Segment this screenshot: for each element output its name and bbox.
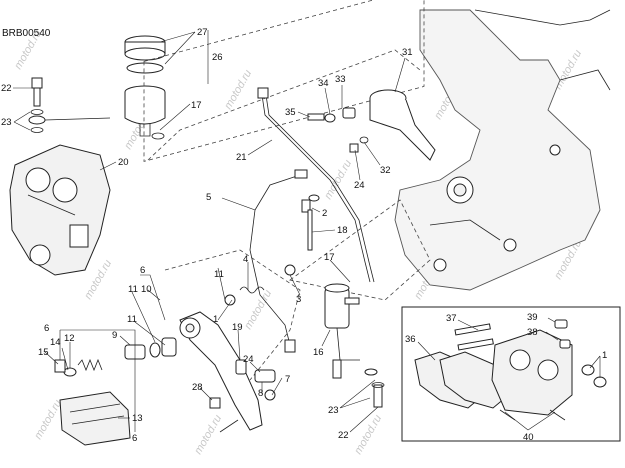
callout-12: 12 [64, 333, 75, 344]
callout-2: 2 [322, 208, 327, 219]
inset-panel [401, 306, 621, 442]
callout-28: 28 [192, 382, 203, 393]
callout-21: 21 [236, 152, 247, 163]
leader-lines [13, 30, 601, 433]
callout-24: 24 [354, 180, 365, 191]
callout-8: 8 [258, 388, 263, 399]
watermark-text: motod.ru [322, 158, 354, 202]
callout-6: 6 [132, 433, 137, 444]
callout-4: 4 [243, 254, 248, 265]
reservoir-clamp [307, 89, 436, 161]
callout-17: 17 [324, 252, 335, 263]
callout-7: 7 [285, 374, 290, 385]
callout-1: 1 [602, 350, 607, 361]
callout-33: 33 [335, 74, 346, 85]
callout-38: 38 [527, 327, 538, 338]
callout-11: 11 [128, 284, 138, 295]
brake-pedal [124, 194, 320, 433]
diagram-code: BRB00540 [2, 28, 51, 39]
callout-23: 23 [328, 405, 339, 416]
master-cylinder [324, 283, 385, 408]
watermark-text: motod.ru [352, 413, 384, 457]
callout-39: 39 [527, 312, 538, 323]
callout-22: 22 [338, 430, 349, 441]
callout-35: 35 [285, 107, 296, 118]
frame-drawing [394, 9, 611, 291]
callout-23: 23 [1, 117, 12, 128]
callout-19: 19 [232, 322, 243, 333]
callout-22: 22 [1, 83, 12, 94]
callout-24: 24 [243, 354, 254, 365]
callout-34: 34 [318, 78, 329, 89]
callout-6: 6 [44, 323, 49, 334]
watermark-text: motod.ru [32, 398, 64, 442]
callout-37: 37 [446, 313, 457, 324]
callout-40: 40 [523, 432, 534, 443]
callout-3: 3 [296, 294, 301, 305]
watermark-text: motod.ru [242, 288, 274, 332]
callout-14: 14 [50, 337, 61, 348]
callout-17: 17 [191, 100, 202, 111]
callout-20: 20 [118, 157, 129, 168]
callout-11: 11 [214, 269, 224, 280]
callout-32: 32 [380, 165, 391, 176]
callout-18: 18 [337, 225, 348, 236]
rear-caliper [9, 77, 111, 276]
watermark-text: motod.ru [222, 68, 254, 112]
callout-13: 13 [132, 413, 143, 424]
reservoir-assembly [124, 0, 425, 162]
callout-5: 5 [206, 192, 211, 203]
callout-9: 9 [112, 330, 117, 341]
footpeg [54, 358, 131, 446]
callout-26: 26 [212, 52, 223, 63]
callout-labels: 27 26 17 22 23 20 21 5 2 18 4 3 11 1 6 1… [1, 27, 607, 444]
callout-10: 10 [141, 284, 152, 295]
brake-lines [147, 49, 431, 381]
callout-36: 36 [405, 334, 416, 345]
callout-16: 16 [313, 347, 324, 358]
callout-31: 31 [402, 47, 413, 58]
watermark-text: motod.ru [192, 413, 224, 457]
callout-11: 11 [127, 314, 137, 325]
callout-15: 15 [38, 347, 49, 358]
callout-1: 1 [213, 314, 218, 325]
callout-6: 6 [140, 265, 145, 276]
callout-27: 27 [197, 27, 208, 38]
